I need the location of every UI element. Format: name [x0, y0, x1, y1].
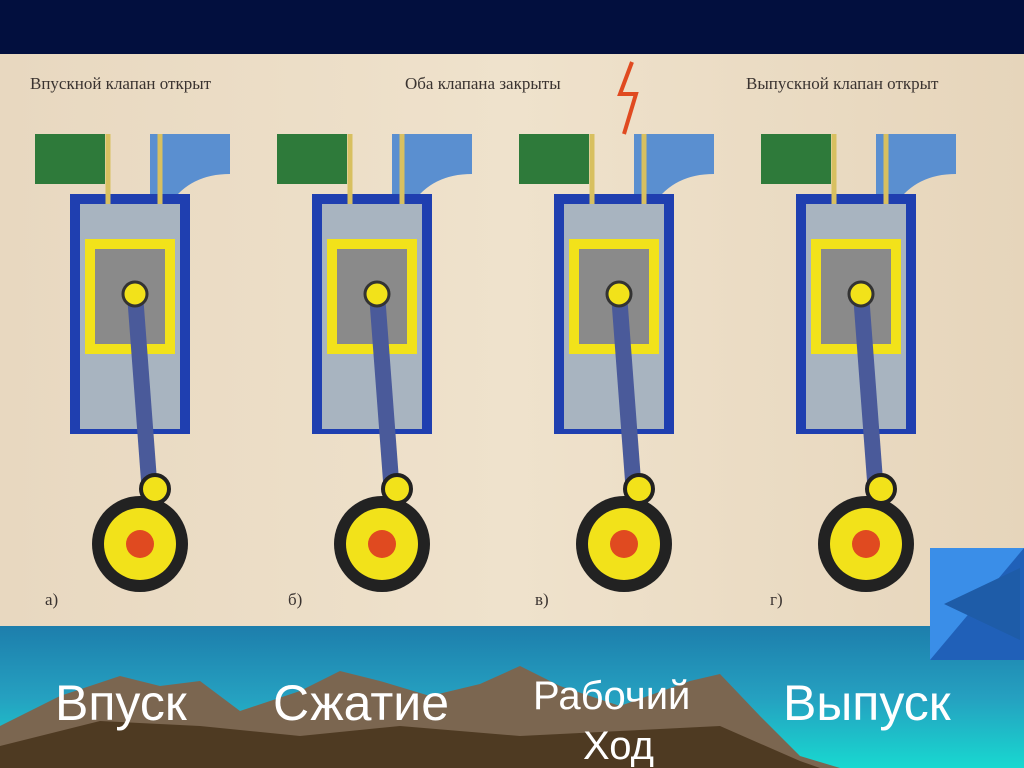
stroke-power-line1: Рабочий — [533, 674, 691, 718]
stroke-exhaust: Выпуск — [783, 675, 951, 731]
caption-exhaust-open: Выпускной клапан открыт — [746, 74, 939, 93]
caption-both-closed: Оба клапана закрыты — [405, 74, 561, 93]
stroke-compression: Сжатие — [273, 675, 450, 731]
spark-icon — [617, 61, 639, 135]
footer-landscape: Впуск Сжатие Рабочий Ход Выпуск — [0, 626, 1024, 768]
label-g: г) — [770, 590, 783, 609]
engine-diagram — [35, 134, 230, 592]
label-a: а) — [45, 590, 59, 609]
label-b: б) — [288, 590, 303, 609]
slide-header-bar — [0, 0, 1024, 54]
triangle-left-icon — [930, 548, 1024, 660]
engine-diagrams — [35, 61, 1024, 626]
caption-intake-open: Впускной клапан открыт — [30, 74, 212, 93]
stroke-power-line2: Ход — [583, 724, 654, 768]
engine-cycle-illustration: Впускной клапан открыт Оба клапана закры… — [0, 54, 1024, 626]
mountains-decoration — [0, 666, 840, 768]
label-v: в) — [535, 590, 549, 609]
back-button[interactable] — [930, 548, 1024, 660]
stroke-intake: Впуск — [55, 675, 187, 731]
